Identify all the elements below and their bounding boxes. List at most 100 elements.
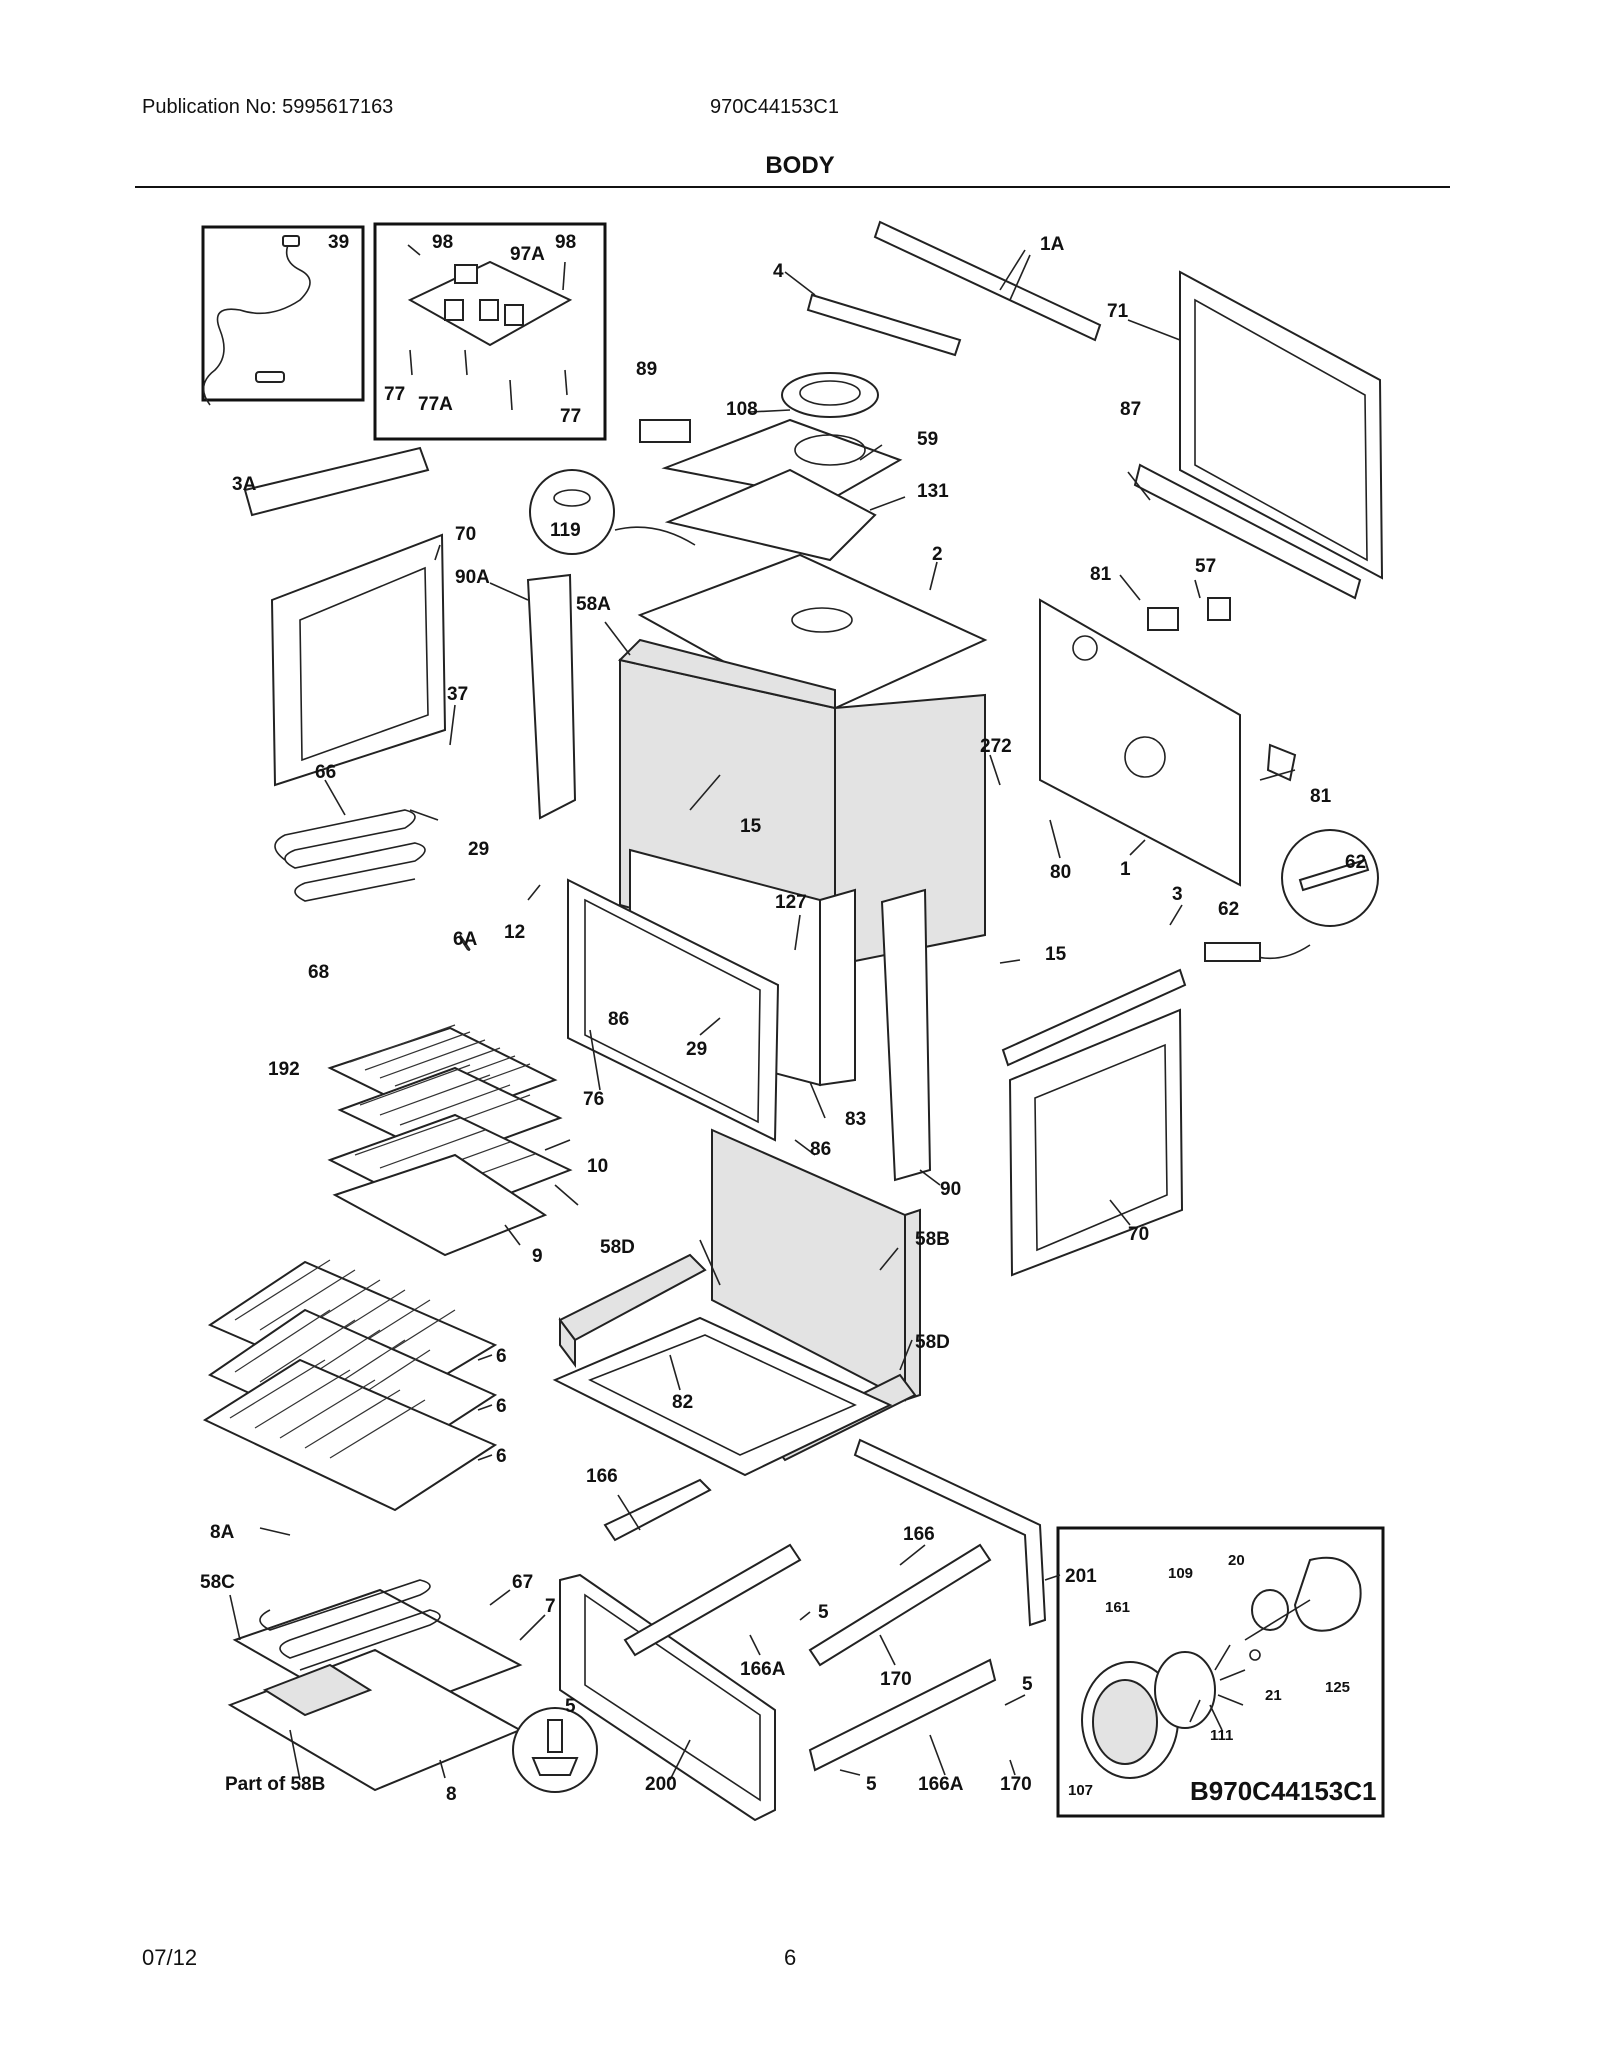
callout-170-bottom: 170 bbox=[1000, 1774, 1032, 1795]
callout-107: 107 bbox=[1068, 1782, 1093, 1799]
callout-62-circle: 62 bbox=[1345, 852, 1366, 873]
publication-number: Publication No: 5995617163 bbox=[142, 96, 394, 118]
callout-6-b: 6 bbox=[496, 1396, 507, 1417]
left-side-panel bbox=[243, 446, 447, 787]
callout-98-right: 98 bbox=[555, 232, 576, 253]
callout-58D-left: 58D bbox=[600, 1237, 635, 1258]
convection-fan-inset bbox=[1056, 1526, 1385, 1818]
terminal-block bbox=[1204, 942, 1261, 962]
callout-200: 200 bbox=[645, 1774, 677, 1795]
top-rail bbox=[784, 220, 1102, 357]
footer-page-number: 6 bbox=[784, 1945, 797, 1970]
callout-166-left: 166 bbox=[586, 1466, 618, 1487]
inset-control-board bbox=[373, 222, 607, 441]
callout-12: 12 bbox=[504, 922, 525, 943]
callout-39: 39 bbox=[328, 232, 349, 253]
callout-9: 9 bbox=[532, 1246, 543, 1267]
callout-62: 62 bbox=[1218, 899, 1239, 920]
callout-111: 111 bbox=[1210, 1727, 1233, 1744]
callout-76: 76 bbox=[583, 1089, 604, 1110]
callout-15-top: 15 bbox=[740, 816, 762, 837]
callout-71: 71 bbox=[1107, 301, 1129, 322]
callout-2: 2 bbox=[932, 544, 943, 565]
leveling-leg bbox=[512, 1707, 598, 1793]
callout-77-left: 77 bbox=[384, 384, 405, 405]
convection-housing bbox=[639, 372, 903, 562]
side-trim-90 bbox=[880, 888, 932, 1182]
callout-5-mid: 5 bbox=[818, 1602, 829, 1623]
callout-70-left: 70 bbox=[455, 524, 476, 545]
model-number: 970C44153C1 bbox=[710, 96, 839, 118]
callout-29: 29 bbox=[686, 1039, 707, 1060]
lower-insulation-and-frame bbox=[552, 1128, 1047, 1627]
callout-98-left: 98 bbox=[432, 232, 453, 253]
section-title: BODY bbox=[765, 152, 835, 179]
callout-5-right: 5 bbox=[1022, 1674, 1033, 1695]
callout-7: 7 bbox=[545, 1596, 556, 1617]
front-frame bbox=[567, 878, 780, 1142]
rear-panel-71 bbox=[1133, 270, 1384, 600]
callout-161: 161 bbox=[1105, 1599, 1130, 1616]
callout-labels: 39 98 97A 98 77 77A 77 4 1A 71 89 108 59… bbox=[200, 232, 1366, 1805]
callout-3: 3 bbox=[1172, 884, 1183, 905]
oven-racks bbox=[202, 1259, 498, 1512]
callout-15-right: 15 bbox=[1045, 944, 1067, 965]
detail-circle-119 bbox=[529, 469, 696, 555]
callout-70-right: 70 bbox=[1128, 1224, 1149, 1245]
callout-59: 59 bbox=[917, 429, 938, 450]
footer-date: 07/12 bbox=[142, 1945, 198, 1970]
callout-20: 20 bbox=[1228, 1552, 1245, 1569]
callout-89: 89 bbox=[636, 359, 657, 380]
callout-58B: 58B bbox=[915, 1229, 950, 1250]
callout-90: 90 bbox=[940, 1179, 961, 1200]
side-trim-90A bbox=[526, 573, 577, 820]
callout-87: 87 bbox=[1120, 399, 1141, 420]
callout-21: 21 bbox=[1265, 1687, 1282, 1704]
callout-leaders bbox=[229, 249, 1296, 1781]
detail-circle-62 bbox=[1249, 829, 1379, 960]
callout-37: 37 bbox=[447, 684, 468, 705]
callout-4: 4 bbox=[773, 261, 784, 282]
callout-170-top: 170 bbox=[880, 1669, 912, 1690]
callout-131: 131 bbox=[917, 481, 949, 502]
callout-67: 67 bbox=[512, 1572, 533, 1593]
callout-201: 201 bbox=[1065, 1566, 1097, 1587]
callout-77-right: 77 bbox=[560, 406, 581, 427]
callout-81-top: 81 bbox=[1090, 564, 1112, 585]
callout-10: 10 bbox=[587, 1156, 608, 1177]
callout-108: 108 bbox=[726, 399, 758, 420]
callout-58C: 58C bbox=[200, 1572, 235, 1593]
diagram-code: B970C44153C1 bbox=[1190, 1776, 1376, 1806]
right-side-panel bbox=[1001, 968, 1187, 1277]
callout-6-c: 6 bbox=[496, 1446, 507, 1467]
callout-part-of-58B: Part of 58B bbox=[225, 1774, 325, 1795]
callout-272: 272 bbox=[980, 736, 1012, 757]
callout-66: 66 bbox=[315, 762, 336, 783]
callout-77A: 77A bbox=[418, 394, 453, 415]
callout-127: 127 bbox=[775, 892, 807, 913]
rear-wall bbox=[1039, 597, 1297, 887]
broil-element bbox=[274, 809, 439, 902]
callout-166A-bottom: 166A bbox=[918, 1774, 964, 1795]
callout-81-right: 81 bbox=[1310, 786, 1332, 807]
callout-166-right: 166 bbox=[903, 1524, 935, 1545]
bake-element-and-shield bbox=[227, 1579, 523, 1792]
header-rule bbox=[135, 186, 1450, 188]
callout-1A: 1A bbox=[1040, 234, 1065, 255]
callout-58A: 58A bbox=[576, 594, 611, 615]
broiler-pan-and-racks bbox=[327, 1024, 573, 1257]
callout-97A: 97A bbox=[510, 244, 545, 265]
callout-83: 83 bbox=[845, 1109, 866, 1130]
callout-5-leg: 5 bbox=[565, 1696, 576, 1717]
callout-6-a: 6 bbox=[496, 1346, 507, 1367]
oven-cavity bbox=[618, 638, 986, 1087]
callout-119: 119 bbox=[550, 520, 581, 541]
inset-power-cord bbox=[201, 225, 365, 406]
callout-68: 68 bbox=[308, 962, 329, 983]
callout-58D-right: 58D bbox=[915, 1332, 950, 1353]
callout-86-top: 86 bbox=[608, 1009, 629, 1030]
callout-86: 86 bbox=[810, 1139, 831, 1160]
callout-109: 109 bbox=[1168, 1565, 1193, 1582]
callout-6A: 6A bbox=[453, 929, 478, 950]
